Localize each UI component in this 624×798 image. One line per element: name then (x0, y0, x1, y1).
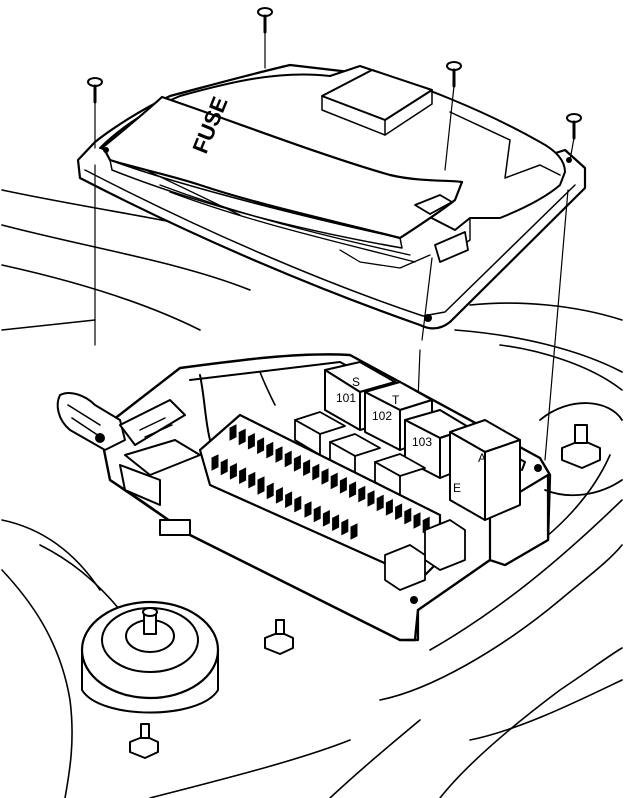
fuse-slot (238, 428, 246, 446)
fuse-slot (341, 518, 349, 536)
fuse-slot (248, 471, 256, 489)
fuse-slot (275, 446, 283, 463)
connectors (384, 519, 466, 591)
fuse-slot (220, 458, 228, 476)
engine-bay-outline (1, 189, 623, 798)
fuse-strip (198, 413, 442, 582)
mini-relays (294, 411, 426, 498)
turret-bolts (129, 402, 623, 759)
fuse-slot (239, 467, 247, 485)
fuse-slot (266, 441, 274, 459)
fuse-box-body: S 101 T 102 103 A E (56, 353, 552, 642)
fuse-slot (313, 505, 321, 523)
fuse-slot (303, 459, 311, 477)
fuse-slot (293, 454, 301, 472)
relay-ae-block: A E (449, 419, 521, 521)
frame-clip (434, 231, 469, 263)
fuse-slot (322, 509, 330, 527)
fuse-slot (304, 501, 312, 518)
fuse-slot (284, 450, 292, 468)
bolt-icon (264, 619, 294, 655)
relay-103-label: 103 (412, 435, 432, 449)
fuse-slot (257, 437, 265, 455)
fuse-slot (349, 481, 357, 499)
fuse-slot (404, 507, 412, 525)
fuse-slot (376, 494, 384, 512)
fuse-slot (294, 495, 302, 513)
fuse-slot (413, 512, 421, 529)
fuse-box-lid-assembly: FUSE (76, 63, 587, 330)
fuse-slot (358, 485, 366, 503)
fuse-slot (385, 498, 393, 516)
bolt-icon (129, 723, 159, 759)
fuse-slot (229, 462, 237, 480)
fuse-slot (332, 514, 340, 532)
suspension-turret (80, 600, 220, 714)
bolt-icon (561, 424, 601, 469)
fuse-slot (229, 424, 237, 441)
relay-t-top-label: T (392, 393, 400, 407)
fuse-slot (321, 468, 329, 485)
relay-t-bottom-label: 102 (372, 409, 392, 423)
door-latch (414, 194, 453, 215)
fuse-slot (330, 472, 338, 490)
fuse-slot (285, 491, 293, 509)
cable-harness (56, 392, 201, 536)
fuse-slot (247, 432, 255, 450)
fuse-door (101, 95, 464, 240)
screw-icon (87, 77, 103, 346)
screw-icon (544, 113, 582, 461)
fuse-slot (211, 454, 219, 471)
fuse-slot (350, 523, 358, 540)
relay-s-top-label: S (352, 375, 360, 389)
fuse-slot (395, 503, 403, 521)
fuse-slot (266, 482, 274, 500)
fuse-slot (367, 490, 375, 507)
fuse-slot (275, 486, 283, 504)
fuse-slot (312, 463, 320, 481)
fuse-slot (339, 476, 347, 494)
screw-icon (257, 7, 273, 69)
relay-s-bottom-label: 101 (336, 391, 356, 405)
fuse-rows (211, 424, 430, 540)
side-label-e: E (453, 481, 461, 495)
fuse-slot (257, 478, 265, 495)
side-label-a: A (478, 451, 486, 465)
